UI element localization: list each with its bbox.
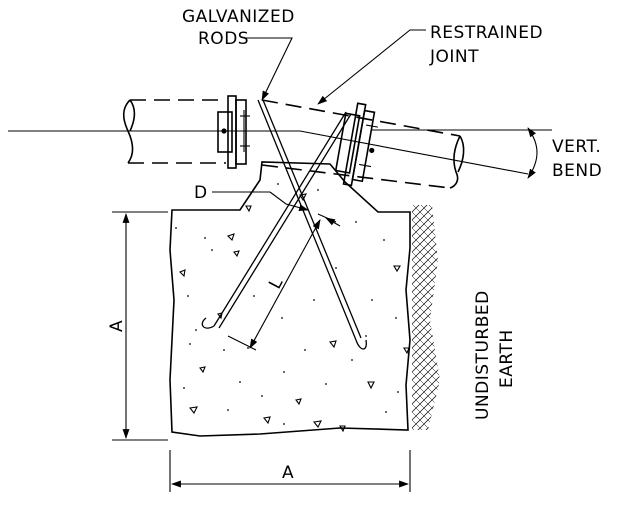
a-vertical-label: A — [107, 320, 127, 332]
a-vertical-dimension: A — [107, 211, 168, 441]
vert-bend-label-line2: BEND — [552, 161, 602, 181]
undisturbed-earth-label: UNDISTURBED EARTH — [473, 290, 517, 420]
d-label: D — [194, 183, 208, 203]
undisturbed-earth-hatch — [412, 205, 440, 430]
left-restrained-joint — [217, 95, 250, 169]
pipe-centerline — [8, 129, 552, 175]
right-restrained-joint — [334, 102, 379, 187]
vert-bend-dimension: VERT. BEND — [372, 127, 602, 181]
galvanized-rods-callout: GALVANIZED RODS — [182, 7, 295, 101]
left-pipe — [122, 99, 226, 164]
galvanized-label-line2: RODS — [198, 29, 249, 49]
restrained-joint-callout: RESTRAINED JOINT — [317, 23, 543, 105]
vert-bend-label-line1: VERT. — [552, 137, 601, 157]
a-horizontal-label: A — [282, 463, 294, 483]
undisturbed-label-line2: EARTH — [497, 329, 517, 388]
undisturbed-label-line1: UNDISTURBED — [473, 290, 493, 420]
restrained-label-line1: RESTRAINED — [430, 23, 543, 43]
l-label: L — [265, 274, 287, 292]
a-horizontal-dimension: A — [169, 450, 411, 492]
galvanized-label-line1: GALVANIZED — [182, 7, 295, 27]
d-dimension: D — [194, 183, 341, 227]
l-dimension: L — [227, 213, 337, 351]
restrained-label-line2: JOINT — [429, 47, 479, 67]
concrete-thrust-block — [169, 161, 411, 437]
right-pipe — [261, 99, 465, 189]
